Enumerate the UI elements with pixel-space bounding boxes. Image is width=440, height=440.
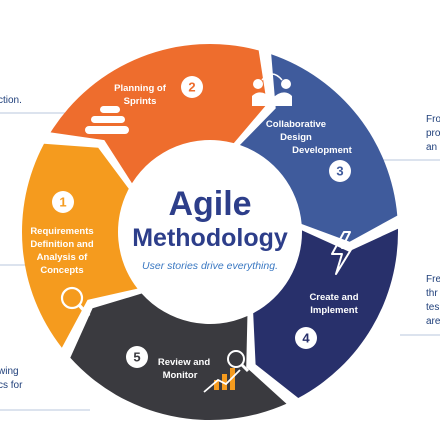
svg-text:1: 1 bbox=[59, 195, 66, 210]
svg-text:4: 4 bbox=[302, 331, 310, 346]
svg-text:Review and: Review and bbox=[158, 357, 210, 368]
svg-text:2: 2 bbox=[188, 80, 195, 95]
magnifier-icon bbox=[60, 286, 91, 318]
svg-text:pro: pro bbox=[426, 128, 440, 139]
svg-text:3: 3 bbox=[336, 164, 343, 179]
segment-4-label: Create and Implement bbox=[309, 292, 358, 316]
lightning-icon bbox=[331, 231, 353, 275]
title-methodology: Methodology bbox=[132, 224, 288, 252]
svg-text:Sprints: Sprints bbox=[124, 96, 157, 107]
handshake-icon bbox=[252, 73, 292, 106]
svg-text:cs for: cs for bbox=[0, 380, 23, 391]
svg-text:thr: thr bbox=[426, 288, 438, 299]
svg-text:Collaborative: Collaborative bbox=[266, 119, 326, 130]
svg-text:Fre: Fre bbox=[426, 274, 440, 285]
side-text-left-top: ction. bbox=[0, 95, 22, 106]
segment-4 bbox=[253, 228, 398, 398]
badge-2: 2 bbox=[181, 76, 203, 98]
svg-text:Design: Design bbox=[280, 132, 312, 143]
svg-text:Analysis of: Analysis of bbox=[37, 252, 89, 263]
center-title: Agile Methodology User stories drive eve… bbox=[132, 185, 288, 272]
svg-text:Implement: Implement bbox=[310, 305, 358, 316]
svg-text:are: are bbox=[426, 316, 440, 327]
segment-3-label: Collaborative Design Development bbox=[266, 119, 353, 156]
svg-text:wing: wing bbox=[0, 366, 19, 377]
side-text-right-top: Fro pro an bbox=[426, 114, 440, 153]
svg-text:Planning of: Planning of bbox=[114, 83, 167, 94]
side-text-right-mid: Fre thr tes are bbox=[426, 274, 440, 327]
segment-1-label: Requirements Definition and Analysis of … bbox=[30, 226, 94, 276]
badge-1: 1 bbox=[52, 191, 74, 213]
title-agile: Agile bbox=[168, 185, 251, 223]
svg-text:tes: tes bbox=[426, 302, 439, 313]
center-subtitle: User stories drive everything. bbox=[142, 260, 278, 272]
growth-chart-icon bbox=[203, 350, 250, 393]
segment-2-label: Planning of Sprints bbox=[114, 83, 167, 107]
svg-text:an: an bbox=[426, 142, 437, 153]
svg-text:Requirements: Requirements bbox=[30, 226, 93, 237]
badge-3: 3 bbox=[329, 160, 351, 182]
badge-5: 5 bbox=[126, 346, 148, 368]
segment-5-label: Review and Monitor bbox=[158, 357, 210, 381]
svg-text:Definition and: Definition and bbox=[30, 239, 94, 250]
segment-1 bbox=[22, 143, 138, 348]
svg-text:Create and: Create and bbox=[309, 292, 358, 303]
side-text-left-bottom: wing cs for bbox=[0, 366, 23, 391]
segment-2 bbox=[50, 43, 267, 184]
svg-text:Monitor: Monitor bbox=[163, 370, 198, 381]
badge-4: 4 bbox=[295, 327, 317, 349]
stacked-stones-icon bbox=[85, 106, 129, 134]
svg-text:Development: Development bbox=[292, 145, 352, 156]
svg-text:Concepts: Concepts bbox=[40, 265, 83, 276]
svg-text:Fro: Fro bbox=[426, 114, 440, 125]
svg-text:5: 5 bbox=[133, 350, 140, 365]
